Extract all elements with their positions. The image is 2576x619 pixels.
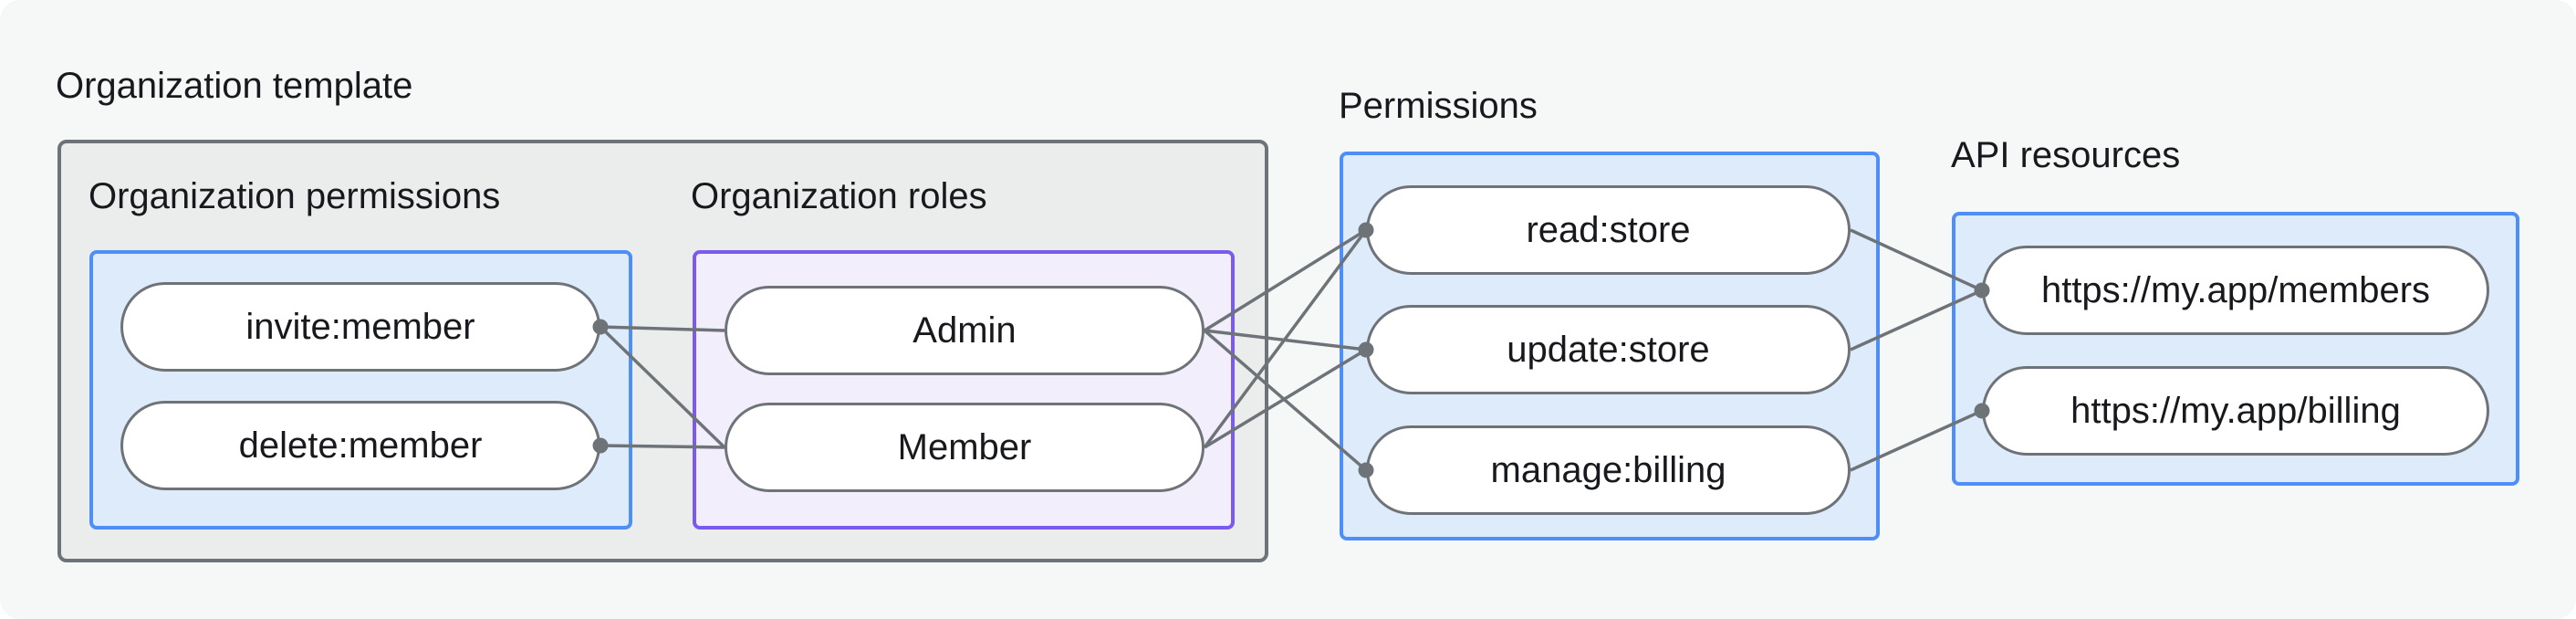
node-members-api: https://my.app/members bbox=[1982, 246, 2489, 335]
org-template-title: Organization template bbox=[56, 66, 413, 106]
node-members-api-label: https://my.app/members bbox=[2040, 270, 2431, 310]
node-invite-member: invite:member bbox=[120, 282, 600, 372]
node-admin: Admin bbox=[725, 286, 1205, 375]
node-member-label: Member bbox=[897, 427, 1032, 467]
node-read-store-label: read:store bbox=[1526, 210, 1691, 250]
org-permissions-title: Organization permissions bbox=[89, 176, 501, 216]
node-read-store: read:store bbox=[1366, 185, 1851, 275]
node-invite-member-label: invite:member bbox=[245, 307, 475, 347]
node-admin-label: Admin bbox=[913, 310, 1017, 351]
org-roles-title: Organization roles bbox=[691, 176, 987, 216]
node-delete-member: delete:member bbox=[120, 401, 600, 490]
node-billing-api: https://my.app/billing bbox=[1982, 366, 2489, 456]
api-resources-title: API resources bbox=[1951, 135, 2181, 175]
node-manage-billing: manage:billing bbox=[1366, 425, 1851, 515]
node-member: Member bbox=[725, 403, 1205, 492]
node-billing-api-label: https://my.app/billing bbox=[2070, 391, 2401, 431]
permissions-title: Permissions bbox=[1339, 86, 1538, 126]
node-delete-member-label: delete:member bbox=[238, 425, 483, 466]
node-update-store-label: update:store bbox=[1507, 330, 1710, 370]
node-manage-billing-label: manage:billing bbox=[1490, 450, 1726, 490]
node-update-store: update:store bbox=[1366, 305, 1851, 394]
